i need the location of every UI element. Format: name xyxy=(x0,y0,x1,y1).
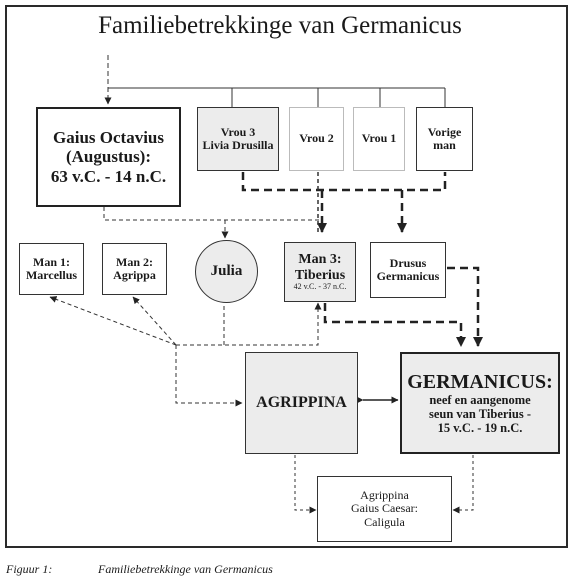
germanicus-name: GERMANICUS: xyxy=(407,370,553,393)
node-man1: Man 1: Marcellus xyxy=(19,243,84,295)
to-agrippina xyxy=(49,296,322,407)
caption-text: Familiebetrekkinge van Germanicus xyxy=(98,562,273,576)
node-augustus: Gaius Octavius (Augustus): 63 v.C. - 14 … xyxy=(36,107,181,207)
node-julia: Julia xyxy=(195,240,258,303)
node-caligula: Agrippina Gaius Caesar: Caligula xyxy=(317,476,452,542)
caption-label: Figuur 1: xyxy=(6,562,53,576)
node-agrippina: AGRIPPINA xyxy=(245,352,358,454)
to-germanicus xyxy=(323,266,483,347)
node-vorige-man: Vorige man xyxy=(416,107,473,171)
node-drusus: Drusus Germanicus xyxy=(370,242,446,298)
node-vrou1: Vrou 1 xyxy=(353,107,405,171)
to-caligula xyxy=(294,455,474,514)
diagram-title: Familiebetrekkinge van Germanicus xyxy=(98,12,462,39)
tiberius-dates: 42 v.C. - 37 n.C. xyxy=(293,282,347,292)
germanicus-dates: 15 v.C. - 19 n.C. xyxy=(437,421,523,436)
augustus-name: Gaius Octavius xyxy=(53,128,164,148)
node-germanicus: GERMANICUS: neef en aangenome seun van T… xyxy=(400,352,560,454)
augustus-title: (Augustus): xyxy=(65,147,152,167)
vrou3-name: Livia Drusilla xyxy=(202,138,274,152)
node-vrou2: Vrou 2 xyxy=(289,107,344,171)
parents-to-sons xyxy=(241,172,447,233)
augustus-to-julia xyxy=(103,207,322,239)
vrou3-label: Vrou 3 xyxy=(220,124,256,139)
spouse-bracket xyxy=(108,87,446,107)
node-vrou3: Vrou 3 Livia Drusilla xyxy=(197,107,279,171)
node-man2: Man 2: Agrippa xyxy=(102,243,167,295)
diagram-frame xyxy=(5,5,568,548)
node-tiberius: Man 3: Tiberius 42 v.C. - 37 n.C. xyxy=(284,242,356,302)
augustus-dates: 63 v.C. - 14 n.C. xyxy=(50,166,167,186)
